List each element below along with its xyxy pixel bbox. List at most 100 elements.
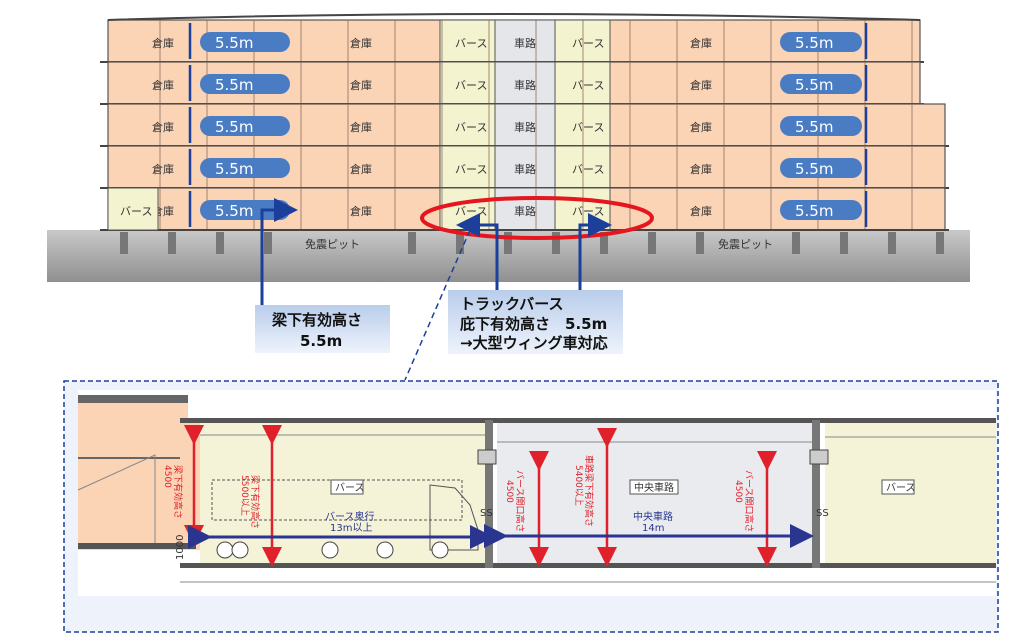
- berth-label: バース: [455, 79, 487, 92]
- berth-bay: [439, 145, 496, 189]
- pile: [552, 232, 560, 254]
- roof: [107, 13, 921, 21]
- roadway-bay: [494, 103, 556, 147]
- berth-label: バース: [572, 79, 604, 92]
- svg-text:バース開口高さ: バース開口高さ: [743, 470, 755, 533]
- roadway-bay: [494, 187, 556, 231]
- warehouse-label: 倉庫: [350, 162, 372, 176]
- warehouse-label: 倉庫: [152, 36, 174, 50]
- height-pill: [200, 116, 290, 136]
- detail-leader: [404, 229, 471, 381]
- pile: [600, 232, 608, 254]
- svg-text:梁下有効高さ: 梁下有効高さ: [249, 475, 261, 529]
- warehouse-label: 倉庫: [690, 78, 712, 92]
- pile: [168, 232, 176, 254]
- berth-tag: バース: [335, 482, 365, 494]
- warehouse-label: 倉庫: [690, 204, 712, 218]
- height-value: 5.5m: [795, 76, 833, 94]
- warehouse-label: 倉庫: [350, 36, 372, 50]
- berth-bay: [554, 103, 611, 147]
- roadway-label: 車路: [514, 36, 536, 50]
- callout-text: 5.5m: [300, 332, 342, 350]
- berth-callout-arrow-right: [578, 213, 612, 290]
- right-berth-tag: バース: [886, 482, 916, 494]
- pile: [504, 232, 512, 254]
- pile: [264, 232, 272, 254]
- height-value: 5.5m: [215, 160, 253, 178]
- berth-callout-arrow-left: [456, 213, 499, 290]
- warehouse-label: 倉庫: [152, 162, 174, 176]
- beam-clearance-callout: 梁下有効高さ 5.5m: [255, 305, 390, 353]
- height-pill: [200, 74, 290, 94]
- berth-label: バース: [572, 37, 604, 50]
- height-value: 5.5m: [795, 118, 833, 136]
- svg-text:梁下有効高さ: 梁下有効高さ: [172, 465, 184, 519]
- height-value: 5.5m: [215, 76, 253, 94]
- svg-text:4500: 4500: [504, 480, 514, 503]
- pile: [696, 232, 704, 254]
- svg-text:4500: 4500: [162, 465, 172, 488]
- roadway-label: 車路: [514, 78, 536, 92]
- warehouse-label: 倉庫: [690, 162, 712, 176]
- height-value: 5.5m: [795, 202, 833, 220]
- beam-callout-arrow: [260, 198, 298, 305]
- berth-bay: [554, 19, 611, 63]
- pile: [648, 232, 656, 254]
- berth-highlight: [420, 196, 654, 240]
- callout-text: →大型ウィング車対応: [460, 334, 608, 352]
- berth-bay: [554, 61, 611, 105]
- svg-text:4500: 4500: [733, 480, 743, 503]
- pile: [888, 232, 896, 254]
- height-pill: [200, 200, 290, 220]
- berth-label: バース: [455, 205, 487, 218]
- pile: [408, 232, 416, 254]
- height-pill: [780, 74, 862, 94]
- road-tag: 中央車路: [634, 481, 674, 494]
- berth-bay: [439, 19, 496, 63]
- warehouse-label: 倉庫: [152, 78, 174, 92]
- berth-bay: [107, 187, 159, 231]
- road-width-value: 14m: [642, 523, 664, 534]
- height-pill: [780, 158, 862, 178]
- height-pill: [780, 200, 862, 220]
- berth-label: バース: [572, 121, 604, 134]
- height-value: 5.5m: [215, 118, 253, 136]
- callout-text: 梁下有効高さ: [271, 311, 362, 329]
- callout-text: トラックバース: [460, 295, 564, 313]
- warehouse-label: 倉庫: [152, 120, 174, 134]
- svg-text:バース開口高さ: バース開口高さ: [514, 470, 526, 533]
- height-pill: [780, 116, 862, 136]
- svg-text:5400以上: 5400以上: [573, 465, 584, 506]
- svg-text:5500以上: 5500以上: [239, 475, 250, 516]
- height-pill: [780, 32, 862, 52]
- height-pill: [200, 32, 290, 52]
- warehouse-label: 倉庫: [690, 120, 712, 134]
- berth-tag-box: [330, 479, 364, 495]
- callout-text: 庇下有効高さ 5.5m: [460, 315, 607, 333]
- berth-label: バース: [455, 37, 487, 50]
- berth-depth-value: 13m以上: [330, 522, 372, 534]
- roadway-label: 車路: [514, 162, 536, 176]
- step-dim-label: 1000: [175, 535, 186, 560]
- roadway-bay: [494, 61, 556, 105]
- roadway-label: 車路: [514, 204, 536, 218]
- height-value: 5.5m: [215, 202, 253, 220]
- berth-depth-label: バース奥行: [325, 510, 375, 523]
- height-pill: [200, 158, 290, 178]
- pile: [792, 232, 800, 254]
- section-drawing: [77, 395, 996, 583]
- pit-label: 免震ピット: [718, 237, 773, 251]
- pile: [936, 232, 944, 254]
- warehouse-label: 倉庫: [690, 36, 712, 50]
- warehouse-label: 倉庫: [350, 204, 372, 218]
- height-value: 5.5m: [215, 34, 253, 52]
- ss-label: SS: [816, 508, 829, 519]
- berth-bay: [439, 103, 496, 147]
- pile: [840, 232, 848, 254]
